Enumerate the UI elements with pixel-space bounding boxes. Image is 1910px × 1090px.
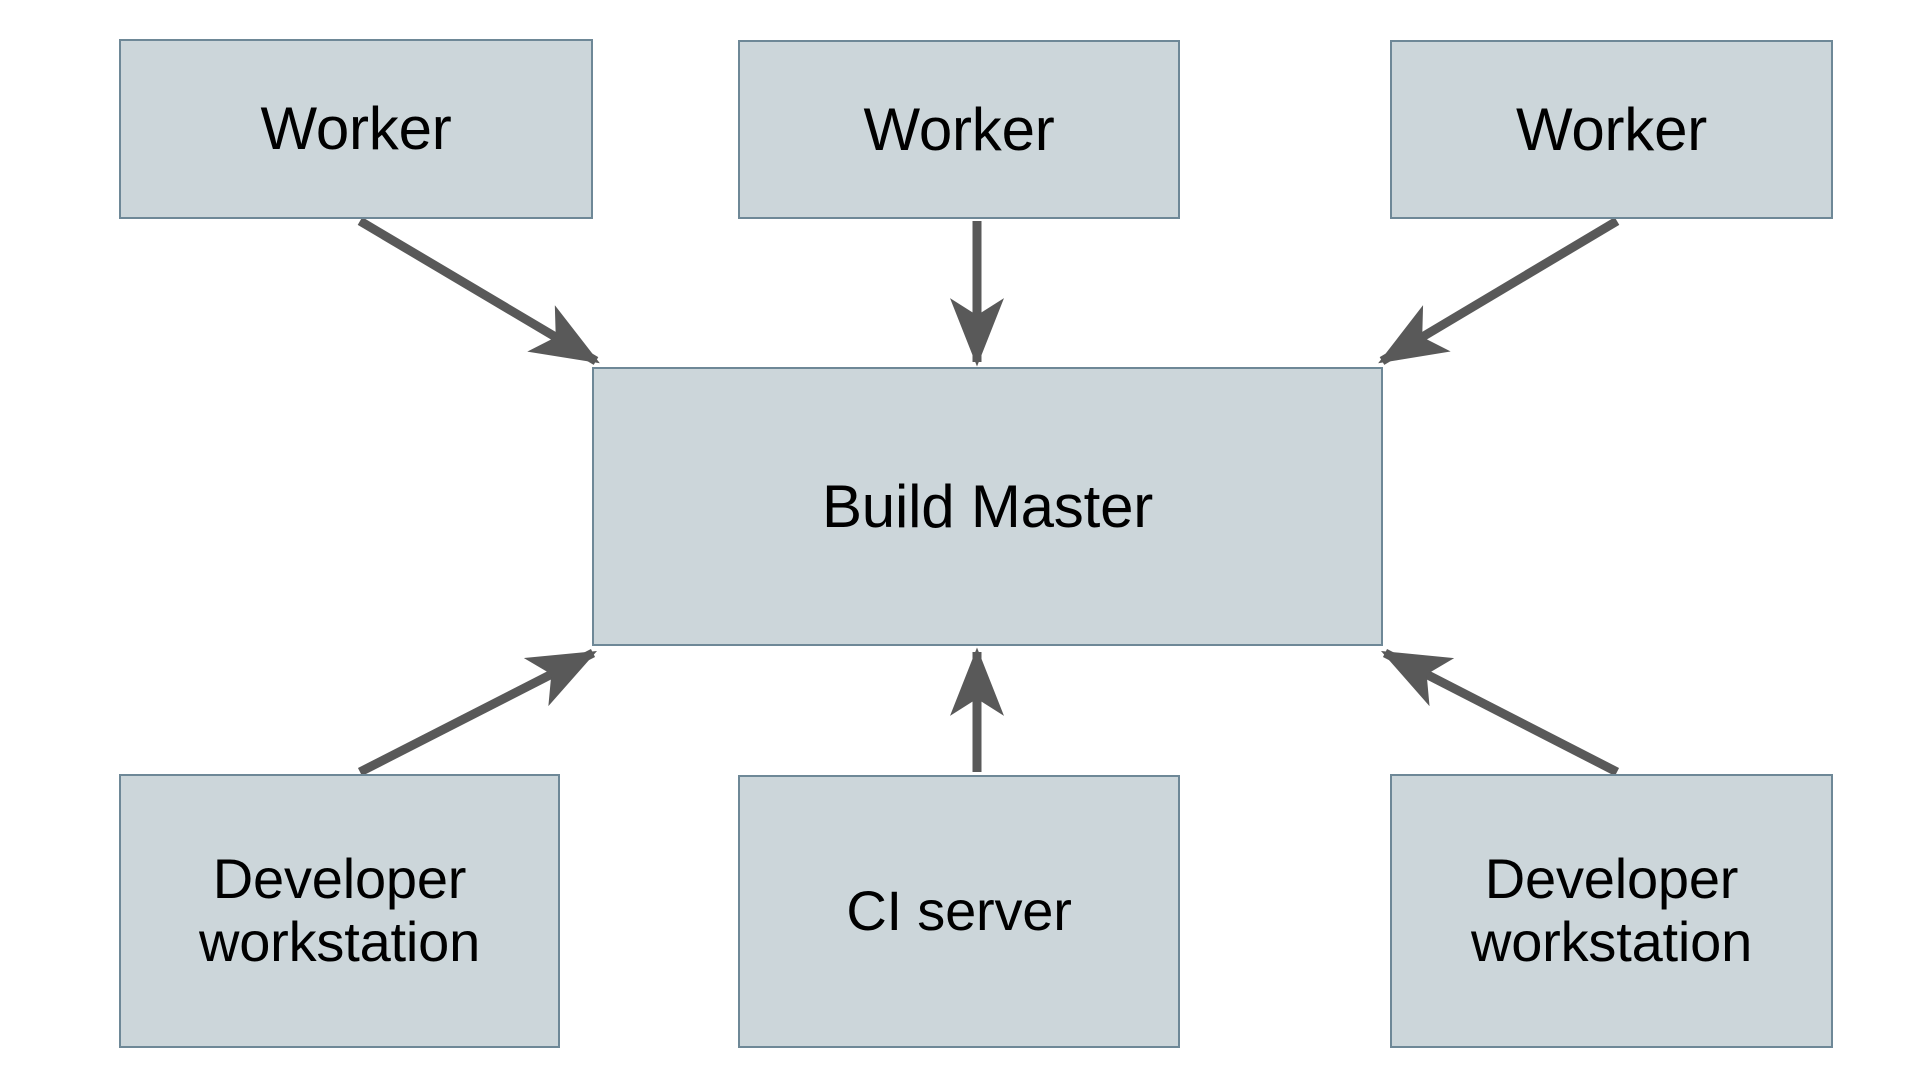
node-worker-2[interactable]: Worker <box>738 40 1180 219</box>
edge-dev-ws-right-to-build-master <box>1380 648 1620 777</box>
node-label: Developer workstation <box>198 847 481 973</box>
node-developer-workstation-left[interactable]: Developer workstation <box>119 774 560 1048</box>
edge-worker-3-to-build-master <box>1378 217 1620 365</box>
node-build-master[interactable]: Build Master <box>592 367 1383 646</box>
node-label: Worker <box>1515 95 1708 163</box>
node-worker-1[interactable]: Worker <box>119 39 593 219</box>
node-label: Worker <box>863 95 1055 163</box>
node-label: Worker <box>260 95 452 163</box>
node-worker-3[interactable]: Worker <box>1390 40 1833 219</box>
node-label: Build Master <box>821 472 1154 540</box>
node-ci-server[interactable]: CI server <box>738 775 1180 1048</box>
node-label: CI server <box>846 879 1072 943</box>
edge-dev-ws-left-to-build-master <box>357 648 598 777</box>
node-label: Developer workstation <box>1470 847 1753 973</box>
node-developer-workstation-right[interactable]: Developer workstation <box>1390 774 1833 1048</box>
edge-worker-1-to-build-master <box>357 217 600 365</box>
